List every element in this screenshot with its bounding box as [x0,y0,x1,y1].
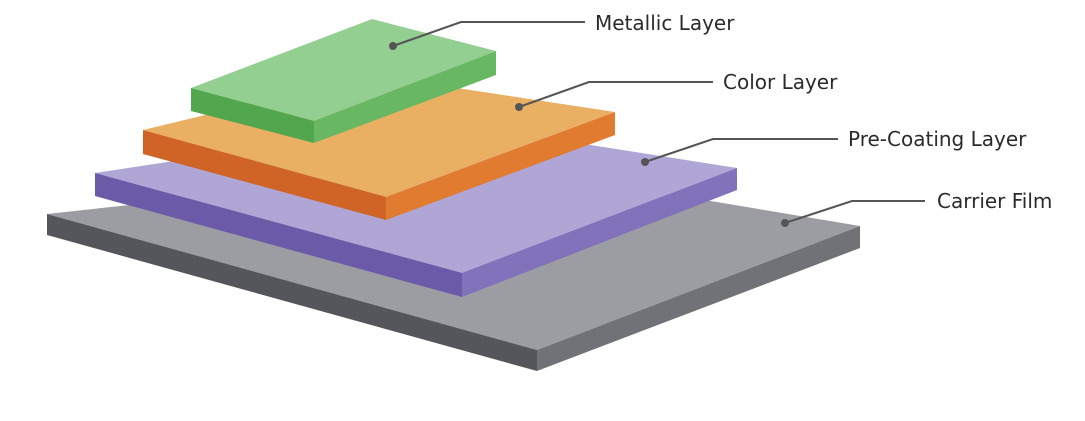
carrier-film-leader-line [784,200,925,224]
color-layer-label: Color Layer [723,70,838,94]
color-layer-leader [515,81,713,111]
carrier-film-leader-dot [781,219,789,227]
metallic-layer-slab [191,19,496,143]
color-layer-leader-dot [515,103,523,111]
pre-coating-layer-leader-dot [641,158,649,166]
pre-coating-layer-leader [641,138,838,166]
metallic-layer-leader-line [392,21,585,47]
metallic-layer-top-face [191,19,496,121]
carrier-film-label: Carrier Film [937,189,1052,213]
metallic-layer-leader-dot [389,42,397,50]
pre-coating-layer-label: Pre-Coating Layer [848,127,1027,151]
metallic-layer-left-face [191,88,314,143]
metallic-layer-right-face [314,51,496,143]
metallic-layer-leader [389,21,585,50]
carrier-film-left-face [47,214,537,371]
carrier-film-leader [781,200,925,227]
pre-coating-layer-leader-line [644,138,838,163]
carrier-film-right-face [537,226,860,371]
color-layer-leader-line [518,81,713,108]
pre-coating-left-face [95,173,462,297]
metallic-layer-label: Metallic Layer [595,11,735,35]
color-layer-right-face [386,112,615,220]
color-layer-left-face [143,130,386,220]
pre-coating-right-face [462,168,737,297]
